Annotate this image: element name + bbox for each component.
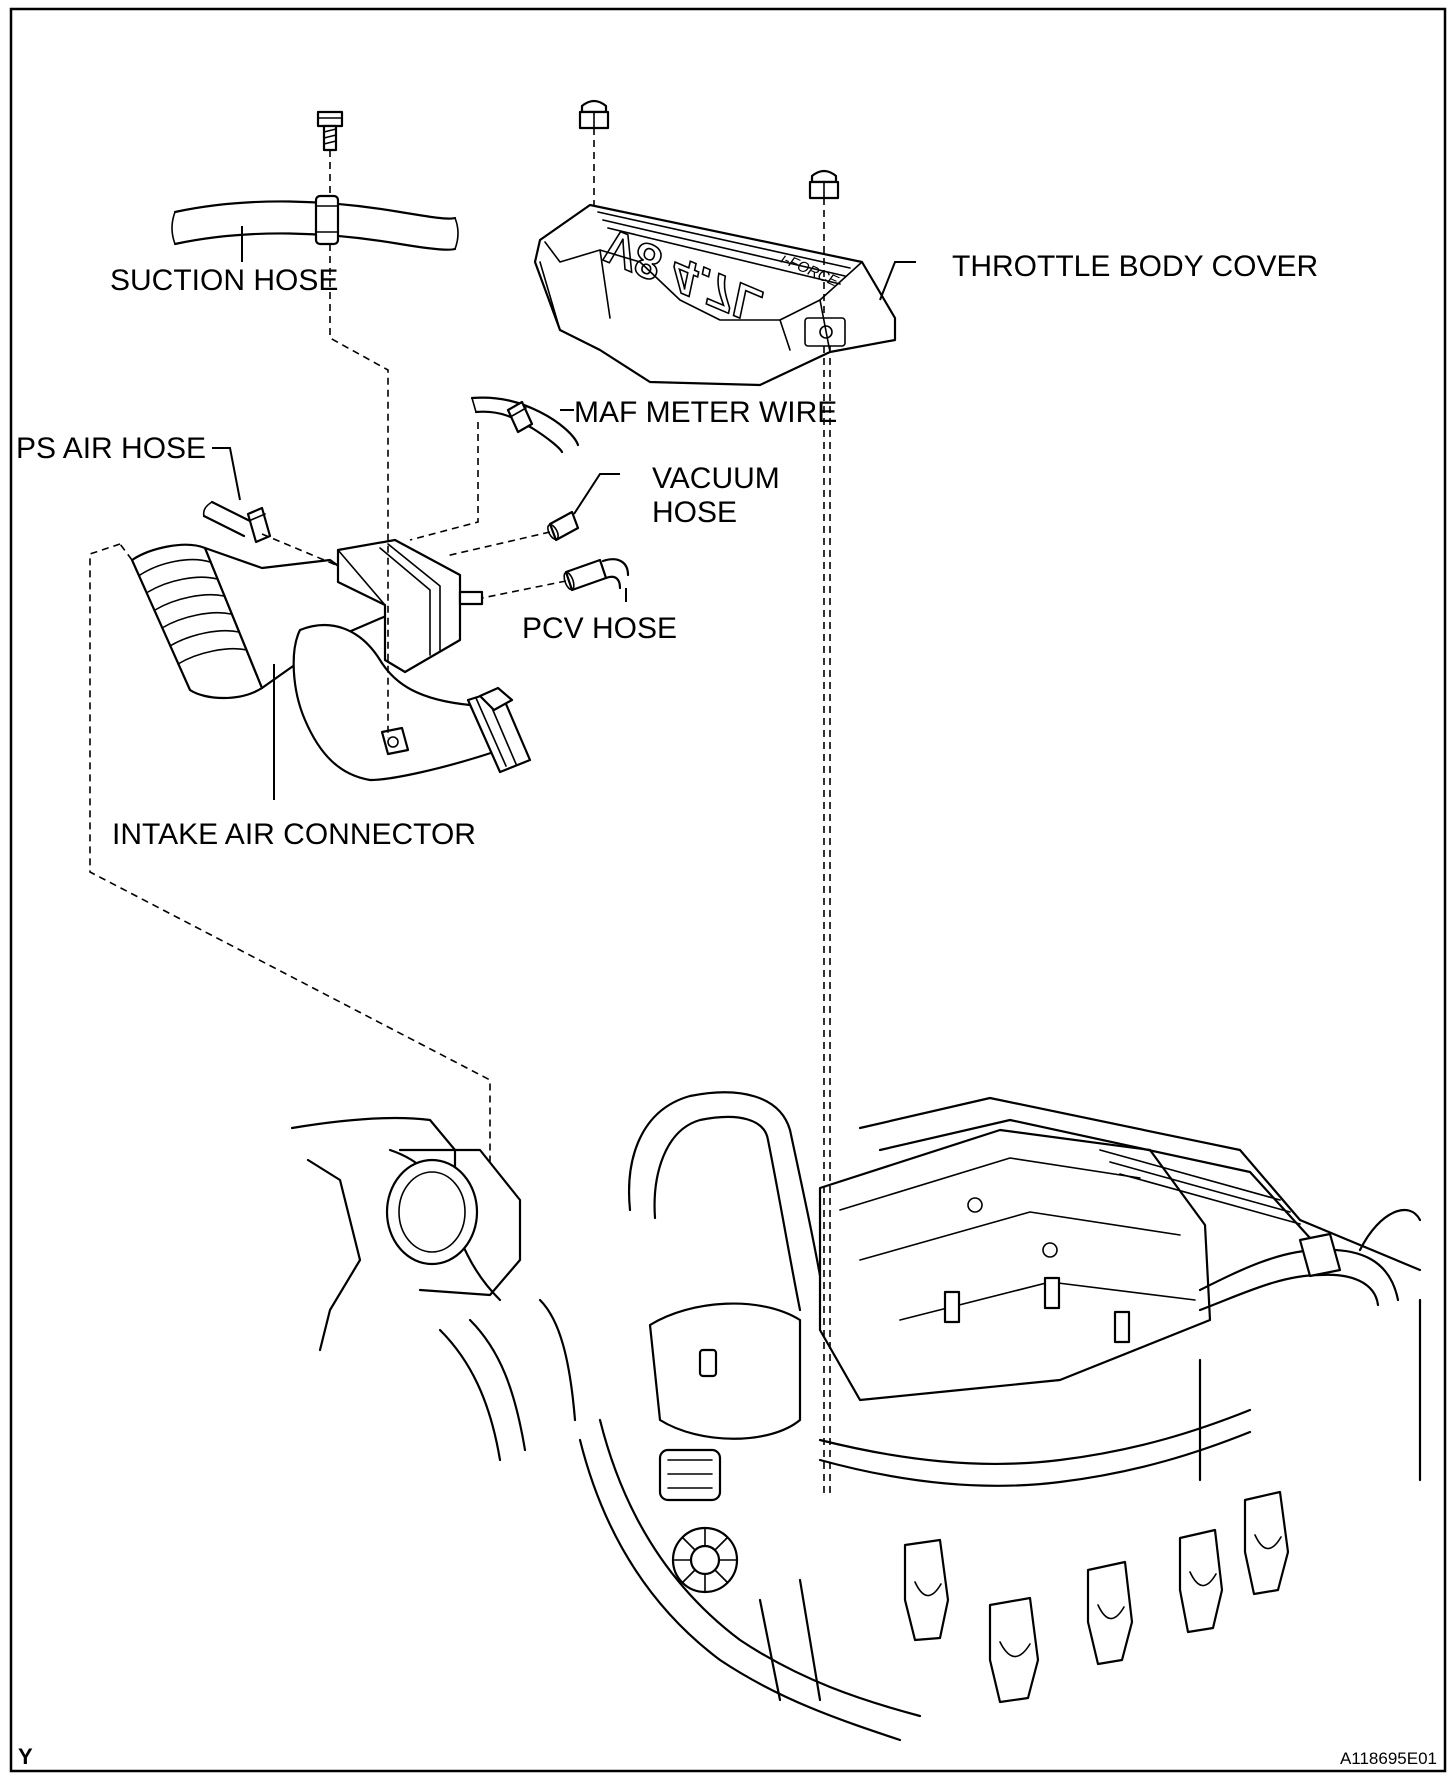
throttle-body	[648, 1302, 802, 1594]
label-throttle-body-cover: THROTTLE BODY COVER	[952, 250, 1318, 283]
corner-label-left: Y	[18, 1744, 33, 1769]
suction-hose	[171, 200, 459, 251]
label-intake-air-connector: INTAKE AIR CONNECTOR	[112, 818, 476, 851]
maf-meter-wire	[470, 396, 580, 454]
alignment-lines	[89, 128, 831, 1495]
intake-air-connector	[130, 538, 532, 782]
throttle-body-inlet	[385, 1148, 522, 1297]
label-ps-air-hose: PS AIR HOSE	[16, 432, 206, 465]
throttle-body-cover	[533, 203, 897, 387]
label-vacuum-hose-line2: HOSE	[652, 496, 737, 529]
leader-lines	[212, 226, 916, 800]
label-pcv-hose: PCV HOSE	[522, 612, 677, 645]
label-suction-hose: SUCTION HOSE	[110, 264, 338, 297]
cover-nut-right	[808, 169, 840, 200]
suction-hose-bolt	[316, 110, 344, 152]
pcv-hose	[563, 558, 630, 592]
ps-air-hose	[202, 500, 254, 538]
figure-code: A118695E01	[1340, 1749, 1437, 1768]
vacuum-hose	[547, 510, 580, 542]
injector-connectors	[903, 1490, 1290, 1704]
label-maf-meter-wire: MAF METER WIRE	[574, 396, 837, 429]
ps-air-hose-clamp	[246, 506, 272, 544]
label-vacuum-hose-line1: VACUUM	[652, 462, 780, 495]
cover-nut-left	[578, 99, 610, 130]
engine-assembly	[290, 1091, 1422, 1742]
suction-hose-clamp	[314, 194, 340, 246]
maf-meter-wire-clip	[506, 400, 534, 434]
diagram-frame	[9, 7, 1447, 1773]
